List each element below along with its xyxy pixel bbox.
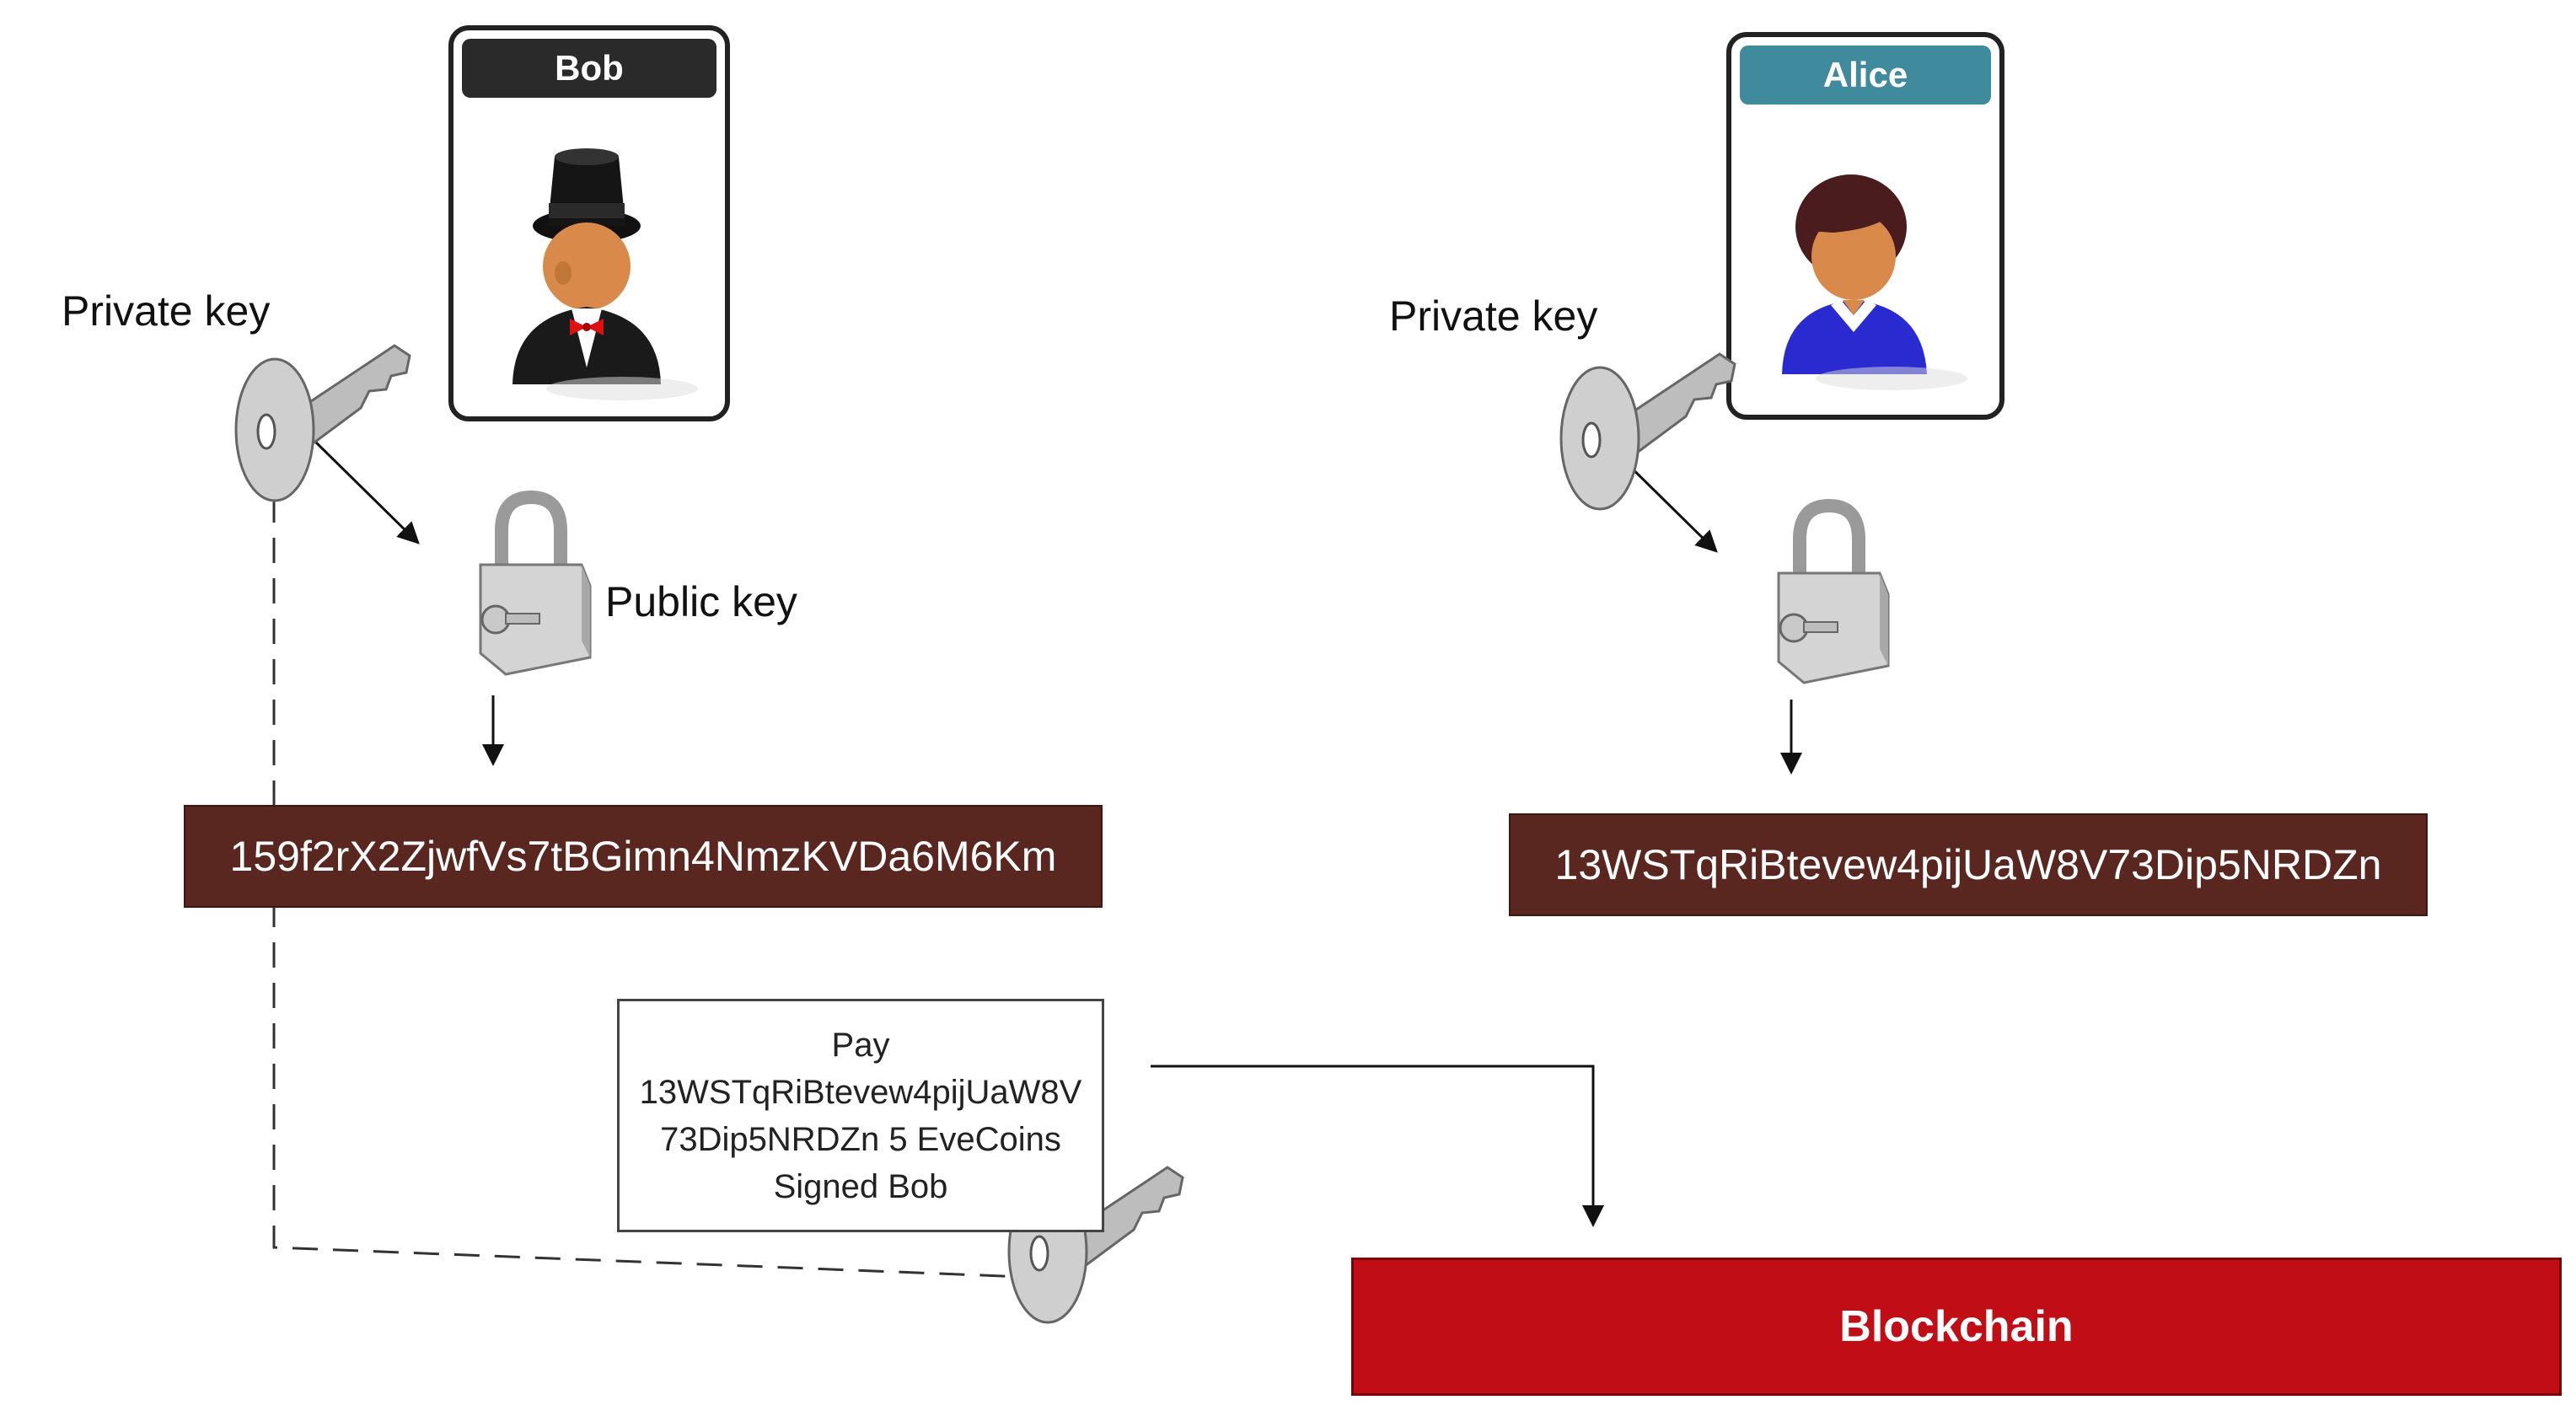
tx-line-1: Pay [831,1026,890,1064]
avatar-woman-icon [1782,174,1967,390]
bob-key-to-lock-arrow [314,441,420,544]
alice-private-key-label: Private key [1389,292,1598,340]
key-icon [234,344,411,502]
bob-card: Bob [448,25,730,421]
blockchain-label: Blockchain [1839,1302,2074,1351]
alice-address-text: 13WSTqRiBtevew4pijUaW8V73Dip5NRDZn [1554,841,2382,888]
tx-line-4: Signed Bob [773,1167,948,1205]
bob-address-text: 159f2rX2ZjwfVs7tBGimn4NmzKVDa6M6Km [229,833,1057,880]
blockchain-box: Blockchain [1351,1258,2562,1396]
bob-private-key-label: Private key [62,287,271,335]
alice-name-header: Alice [1740,46,1991,105]
transaction-box: Pay 13WSTqRiBtevew4pijUaW8V 73Dip5NRDZn … [617,999,1104,1232]
padlock-icon [479,490,592,676]
bob-public-key-label: Public key [605,578,797,625]
tx-to-blockchain-arrow [1151,1065,1604,1227]
padlock-icon [1777,498,1890,684]
key-icon [1559,352,1736,511]
avatar-top-hat-icon [513,148,698,400]
tx-line-2: 13WSTqRiBtevew4pijUaW8V [639,1073,1082,1111]
alice-address-box: 13WSTqRiBtevew4pijUaW8V73Dip5NRDZn [1509,813,2428,916]
bob-address-box: 159f2rX2ZjwfVs7tBGimn4NmzKVDa6M6Km [184,805,1103,908]
signing-dashed-path [272,497,1025,1279]
tx-line-3: 73Dip5NRDZn 5 EveCoins [660,1120,1061,1158]
bob-name-header: Bob [462,39,716,98]
alice-card: Alice [1726,32,2004,420]
